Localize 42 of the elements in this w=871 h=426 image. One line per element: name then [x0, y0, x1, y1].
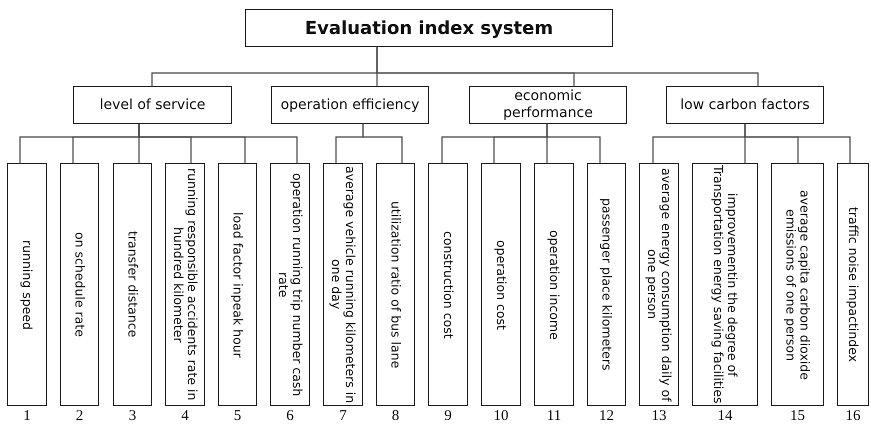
index-number: 8 — [390, 408, 400, 425]
index-box: operation income — [534, 163, 574, 406]
index-box: on schedule rate — [60, 163, 99, 406]
connector-line — [376, 47, 759, 86]
index-number: 3 — [128, 408, 138, 425]
index-box: running responsible accidents rate in hundred kilometer — [165, 163, 205, 406]
index-box: average vehicle running kilometers in one day — [323, 163, 363, 406]
connector-line — [744, 124, 851, 163]
category-box: operation efficiency — [271, 86, 429, 124]
index-box: improvementin the degree of Transportation energy saving facilities — [692, 163, 758, 406]
index-box: load factor inpeak hour — [218, 163, 257, 406]
connector-line — [138, 124, 298, 163]
category-box: low carbon factors — [666, 86, 824, 124]
index-number: 2 — [74, 408, 84, 425]
index-number: 1 — [22, 408, 32, 425]
index-number: 5 — [232, 408, 242, 425]
index-box: passenger place kilometers — [587, 163, 626, 406]
index-box: operation cost — [481, 163, 521, 406]
index-number: 15 — [789, 408, 806, 425]
index-number: 7 — [338, 408, 348, 425]
category-box: level of service — [73, 86, 232, 124]
index-number: 9 — [443, 408, 453, 425]
index-number: 13 — [650, 408, 668, 425]
index-box: average capita carbon dioxide emissions of one person — [771, 163, 824, 406]
index-box: construction cost — [428, 163, 468, 406]
index-number: 16 — [844, 408, 862, 425]
index-number: 10 — [492, 408, 510, 425]
index-number: 14 — [716, 408, 734, 425]
root-box: Evaluation index system — [245, 9, 613, 47]
connector-line — [546, 124, 601, 163]
index-number: 12 — [598, 408, 615, 425]
index-box: transfer distance — [113, 163, 152, 406]
index-number: 4 — [180, 408, 190, 425]
index-box: utilization ratio of bus lane — [376, 163, 415, 406]
index-number: 11 — [546, 408, 562, 425]
index-number: 6 — [285, 408, 295, 425]
index-box: operation running trip number cash rate — [270, 163, 310, 406]
index-box: traffic noise impactindex — [837, 163, 869, 406]
category-box: economic performance — [469, 86, 627, 124]
index-box: average energy consumption daily of one person — [639, 163, 679, 406]
connector-line — [362, 124, 403, 163]
index-box: running speed — [7, 163, 47, 406]
